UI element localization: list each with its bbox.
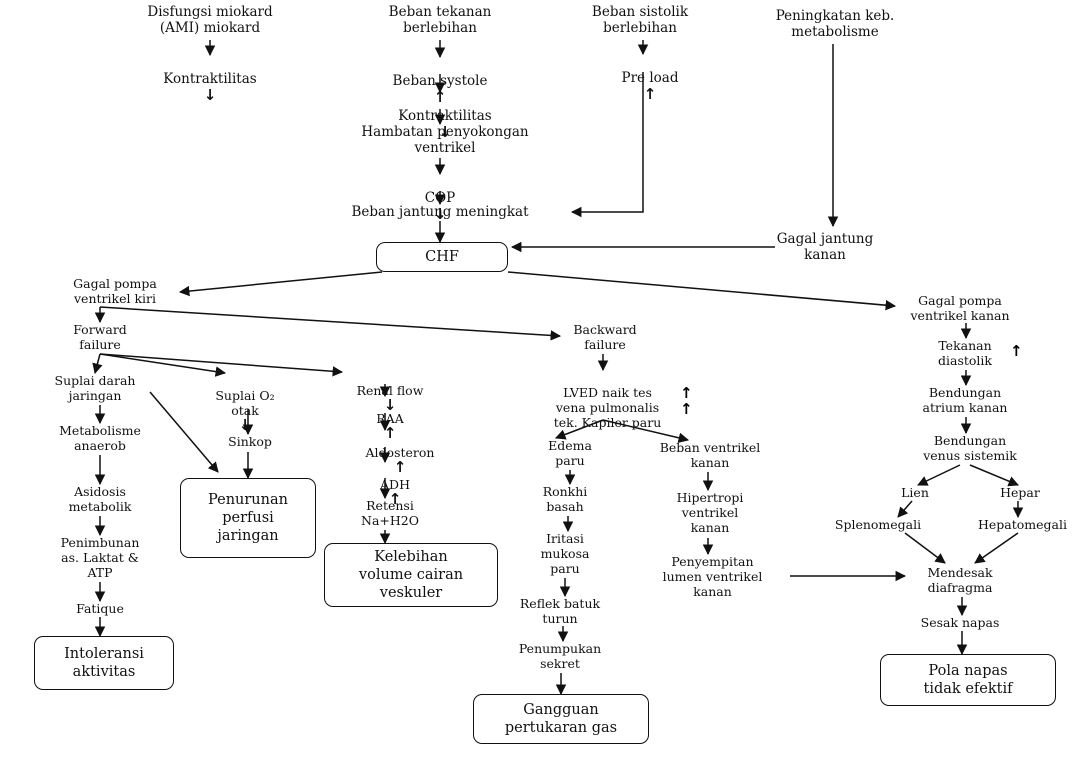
node-bendungan-vena: Bendungan venus sistemik (923, 433, 1017, 463)
up-arrow-icon: ↑ (383, 424, 397, 442)
node-raa: RAA ↑ (350, 396, 430, 441)
connector-arrow (974, 532, 1019, 564)
node-renal-label: Renal flow (356, 383, 424, 398)
node-hipertropi: Hipertropi ventrikel kanan (676, 490, 744, 535)
node-edema: Edema paru (548, 438, 592, 468)
node-tekanan-diastolik: Tekanan diastolik (938, 338, 992, 368)
node-beban-sistolik: Beban sistolik berlebihan (591, 4, 689, 36)
node-aldosteron-label: Aldosteron (365, 445, 435, 460)
node-gagal-kanan: Gagal jantung kanan (776, 231, 874, 263)
connector-arrow (602, 419, 690, 443)
node-penimbunan: Penimbunan as. Laktat & ATP (60, 535, 140, 580)
node-hepar: Hepar (1000, 485, 1040, 500)
node-preload: Pre load ↑ (595, 54, 705, 103)
node-reflek: Reflek batuk turun (519, 596, 601, 626)
node-disfungsi: Disfungsi miokard (AMI) miokard (147, 4, 273, 36)
node-metabolisme: Metabolisme anaerob (59, 423, 141, 453)
node-iritasi: Iritasi mukosa paru (540, 531, 590, 576)
node-beban-jantung: Beban jantung meningkat (351, 204, 529, 220)
node-kontraktilitas-2-label: Kontraktilitas (398, 108, 492, 124)
node-hepatomegali: Hepatomegali (977, 517, 1067, 532)
up-arrow-icon: ↑ (643, 85, 657, 103)
node-kontraktilitas-1-label: Kontraktilitas (163, 71, 257, 87)
connector-arrow (149, 391, 219, 473)
node-pola: Pola napas tidak efektif (880, 654, 1056, 706)
connector-arrow (969, 464, 1019, 487)
node-kontraktilitas-1: Kontraktilitas ↓ (130, 55, 290, 104)
node-backward: Backward failure (573, 322, 637, 352)
node-suplai-o2-label: Suplai O₂ otak (215, 388, 275, 418)
node-beban-tekanan: Beban tekanan berlebihan (388, 4, 492, 36)
connector-arrow (570, 72, 644, 218)
node-gagal-pompa-kanan: Gagal pompa ventrikel kanan (910, 293, 1010, 323)
up-arrow-icon: ↑ (680, 400, 693, 418)
down-arrow-icon: ↓ (433, 205, 447, 223)
connector-arrow (904, 532, 946, 564)
node-splenomegali: Splenomegali (834, 517, 922, 532)
node-asidosis: Asidosis metabolik (68, 484, 132, 514)
node-lved-label: LVED naik tes vena pulmonalis tek. Kapil… (553, 385, 662, 430)
connector-arrow (555, 419, 604, 440)
node-beban-systole: Beban systole ↑ (360, 57, 520, 106)
node-renal: Renal flow ↓ (330, 368, 450, 413)
down-arrow-icon: ↓ (438, 123, 452, 141)
node-sinkop: Sinkop (228, 434, 272, 449)
node-preload-label: Pre load (621, 70, 679, 86)
node-penyempitan: Penyempitan lumen ventrikel kanan (662, 554, 763, 599)
node-suplai-darah: Suplai darah jaringan (54, 373, 136, 403)
node-kelebihan: Kelebihan volume cairan veskuler (324, 543, 498, 607)
node-raa-label: RAA (376, 411, 404, 426)
node-beban-ventrikel: Beban ventrikel kanan (659, 440, 761, 470)
node-cop-label: COP (424, 190, 456, 206)
node-intoleransi: Intoleransi aktivitas (34, 636, 174, 690)
node-adh-label: ADH (380, 477, 410, 492)
node-lved: LVED naik tes vena pulmonalis tek. Kapil… (520, 370, 695, 430)
node-ronkhi: Ronkhi basah (542, 484, 588, 514)
connector-arrow (92, 353, 103, 375)
connector-arrow (507, 271, 897, 311)
connector-arrow (99, 306, 562, 341)
connector-arrow (99, 353, 344, 377)
node-gagal-pompa-kiri: Gagal pompa ventrikel kiri (73, 276, 157, 306)
up-arrow-icon: ↑ (388, 490, 402, 508)
connector-arrow (917, 464, 961, 486)
node-adh: ADH ↑ (355, 462, 435, 507)
down-arrow-icon: ↓ (203, 86, 217, 104)
node-penurunan: Penurunan perfusi jaringan (180, 478, 316, 558)
up-arrow-icon: ↑ (393, 458, 407, 476)
node-chf: CHF (376, 242, 508, 272)
connector-arrow (178, 271, 383, 297)
up-arrow-icon: ↑ (1010, 342, 1023, 360)
up-arrow-icon: ↑ (433, 88, 447, 106)
down-arrow-icon: ↓ (238, 416, 252, 434)
node-gangguan: Gangguan pertukaran gas (473, 694, 649, 744)
up-arrow-icon: ↑ (680, 384, 693, 402)
node-fatique: Fatique (76, 601, 124, 616)
node-penumpukan: Penumpukan sekret (518, 641, 602, 671)
node-retensi: Retensi Na+H2O (361, 498, 419, 528)
node-sesak: Sesak napas (920, 615, 1000, 630)
node-aldosteron: Aldosteron ↑ (345, 430, 455, 475)
down-arrow-icon: ↓ (383, 396, 397, 414)
node-cop: COP ↓ (400, 174, 480, 223)
node-kontraktilitas-2: Kontraktilitas ↓ (370, 92, 520, 141)
node-suplai-o2: Suplai O₂ otak ↓ (195, 373, 295, 433)
node-peningkatan: Peningkatan keb. metabolisme (775, 8, 895, 40)
node-mendesak: Mendesak diafragma (927, 565, 993, 595)
connector-arrow (99, 353, 227, 377)
node-beban-systole-label: Beban systole (392, 73, 488, 89)
node-bendungan-atrium: Bendungan atrium kanan (922, 385, 1008, 415)
node-lien: Lien (901, 485, 929, 500)
connector-arrow (897, 500, 913, 518)
node-hambatan: Hambatan penyokongan ventrikel (361, 124, 529, 156)
node-forward: Forward failure (73, 322, 127, 352)
